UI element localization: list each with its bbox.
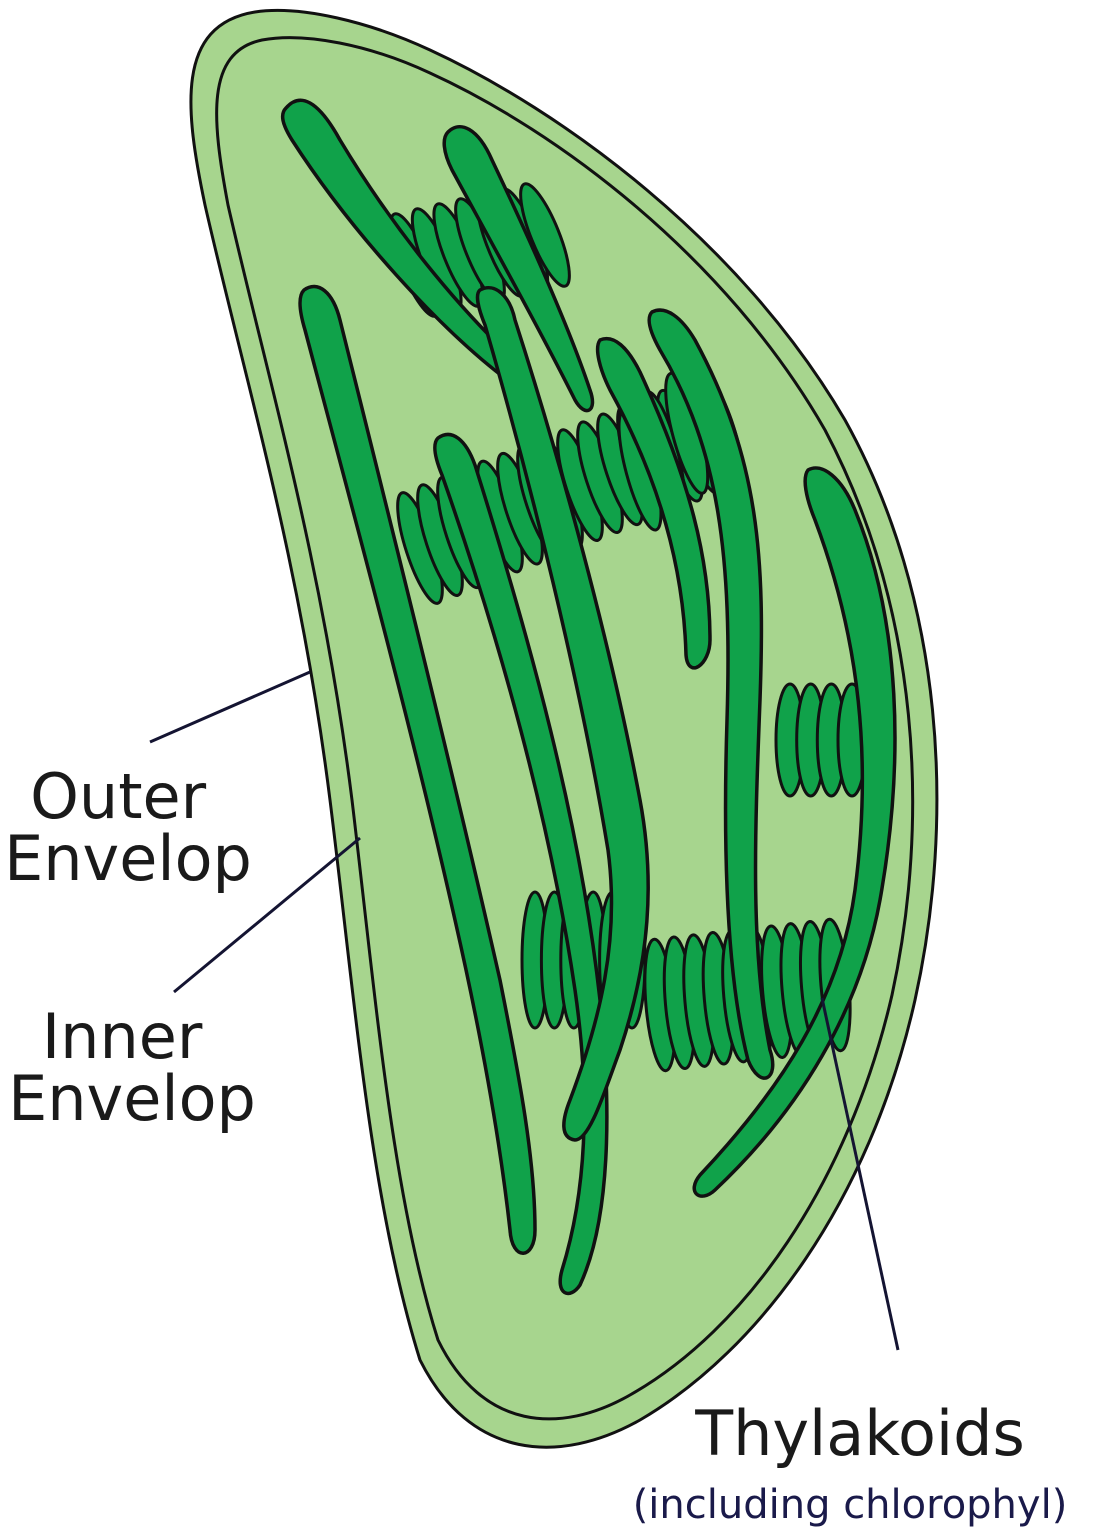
thylakoids-note: (including chlorophyl) [633,1482,1068,1528]
outer-envelope-label-line2: Envelop [4,822,252,895]
outer-envelope-label: Outer Envelop [4,760,252,895]
thylakoids-label: Thylakoids [694,1397,1025,1470]
outer-envelope-leader [150,672,310,742]
inner-envelope-label-line2: Envelop [8,1062,256,1135]
inner-envelope-label: Inner Envelop [8,1000,256,1135]
